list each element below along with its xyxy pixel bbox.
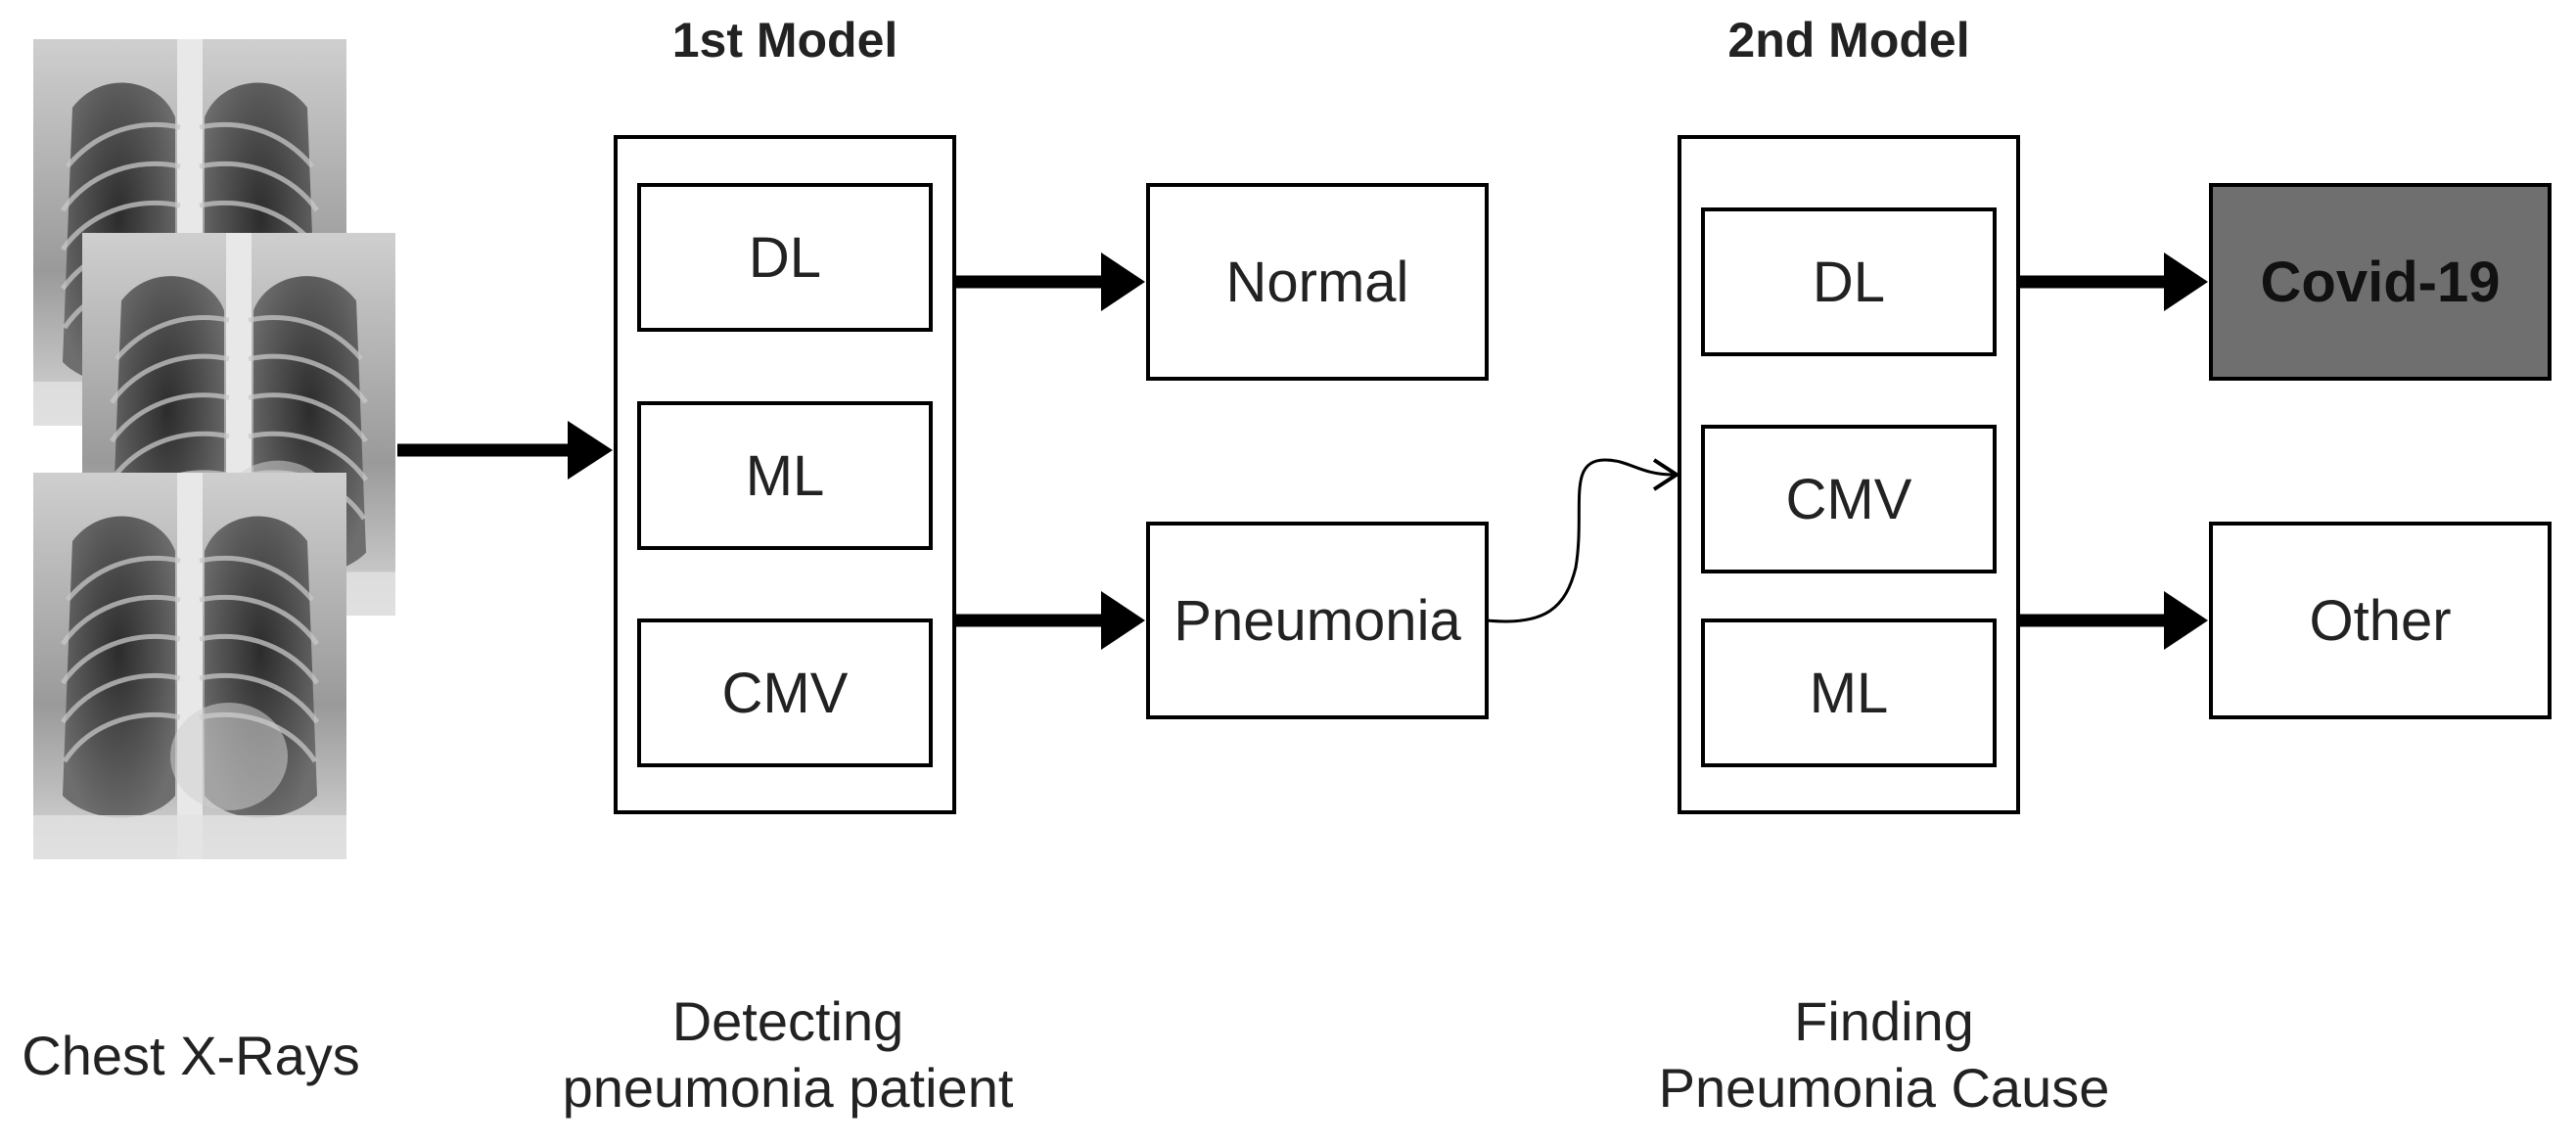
pneumonia-to-model2-connector xyxy=(1486,458,1675,623)
model1-method-box-3 xyxy=(637,618,933,767)
pneumonia-label: Pneumonia xyxy=(1173,589,1461,653)
model2-method-1-label: DL xyxy=(1812,251,1886,314)
input-caption: Chest X-Rays xyxy=(22,1025,360,1086)
model1-method-2-label: ML xyxy=(745,444,825,508)
model1-title: 1st Model xyxy=(671,13,898,68)
model2-caption-line1: Finding xyxy=(1794,990,1974,1052)
model2-method-box-2 xyxy=(1701,425,1997,573)
model1-method-1-label: DL xyxy=(748,226,822,290)
model1-caption-line2: pneumonia patient xyxy=(562,1057,1014,1119)
model1-method-box-2 xyxy=(637,401,933,550)
xray-image-3 xyxy=(33,473,346,859)
model2-method-box-1 xyxy=(1701,207,1997,356)
normal-label: Normal xyxy=(1225,251,1409,314)
model1-method-box-1 xyxy=(637,183,933,332)
covid-box xyxy=(2209,183,2552,381)
other-label: Other xyxy=(2309,589,2452,653)
pneumonia-box xyxy=(1146,522,1489,719)
model2-title: 2nd Model xyxy=(1727,13,1970,68)
covid-label: Covid-19 xyxy=(2260,251,2501,314)
model1-method-3-label: CMV xyxy=(721,662,849,725)
model2-method-3-label: ML xyxy=(1809,662,1889,725)
model2-caption-line2: Pneumonia Cause xyxy=(1658,1057,2110,1119)
other-box xyxy=(2209,522,2552,719)
model1-caption-line1: Detecting xyxy=(671,990,904,1052)
model2-method-2-label: CMV xyxy=(1785,468,1912,531)
model2-method-box-3 xyxy=(1701,618,1997,767)
normal-box xyxy=(1146,183,1489,381)
